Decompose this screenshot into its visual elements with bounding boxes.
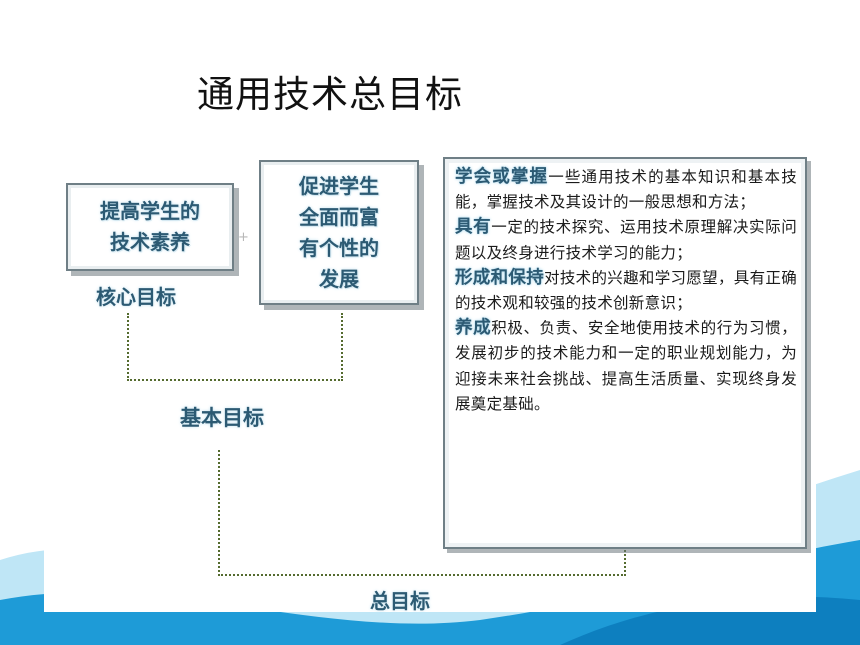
tech-literacy-text: 提高学生的 技术素养 (100, 199, 200, 254)
plus-icon: + (238, 230, 249, 245)
tech-literacy-card: 提高学生的 技术素养 (66, 183, 234, 271)
goal-paragraph-4: 养成积极、负责、安全地使用技术的行为习惯，发展初步的技术能力和一定的职业规划能力… (455, 316, 797, 417)
goal-keyword: 养成 (455, 318, 492, 339)
goal-keyword: 形成和保持 (455, 267, 545, 288)
bracket-connector-basic (127, 313, 343, 381)
personal-development-text: 促进学生 全面而富 有个性的 发展 (299, 173, 379, 291)
basic-goal-label: 基本目标 (180, 405, 264, 430)
goal-text: 积极、负责、安全地使用技术的行为习惯，发展初步的技术能力和一定的职业规划能力，为… (455, 319, 797, 413)
page-title: 通用技术总目标 (197, 73, 463, 116)
goal-text: 一定的技术探究、运用技术原理解决实际问题以及终身进行技术学习的能力； (455, 218, 797, 262)
core-goal-label: 核心目标 (96, 285, 176, 309)
goal-text: 一些通用技术的基本知识和基本技能，掌握技术及其设计的一般思想和方法； (455, 168, 797, 212)
personal-development-card: 促进学生 全面而富 有个性的 发展 (259, 160, 419, 305)
goals-detail-card: 学会或掌握一些通用技术的基本知识和基本技能，掌握技术及其设计的一般思想和方法； … (443, 157, 807, 549)
goal-keyword: 学会或掌握 (455, 167, 549, 187)
goal-paragraph-2: 具有一定的技术探究、运用技术原理解决实际问题以及终身进行技术学习的能力； (455, 215, 797, 265)
goal-paragraph-3: 形成和保持对技术的兴趣和学习愿望，具有正确的技术观和较强的技术创新意识； (455, 266, 797, 316)
goal-text: 对技术的兴趣和学习愿望，具有正确的技术观和较强的技术创新意识； (455, 268, 797, 313)
goal-keyword: 具有 (455, 217, 492, 238)
goal-paragraph-1: 学会或掌握一些通用技术的基本知识和基本技能，掌握技术及其设计的一般思想和方法； (455, 165, 797, 215)
total-goal-label: 总目标 (370, 589, 430, 613)
